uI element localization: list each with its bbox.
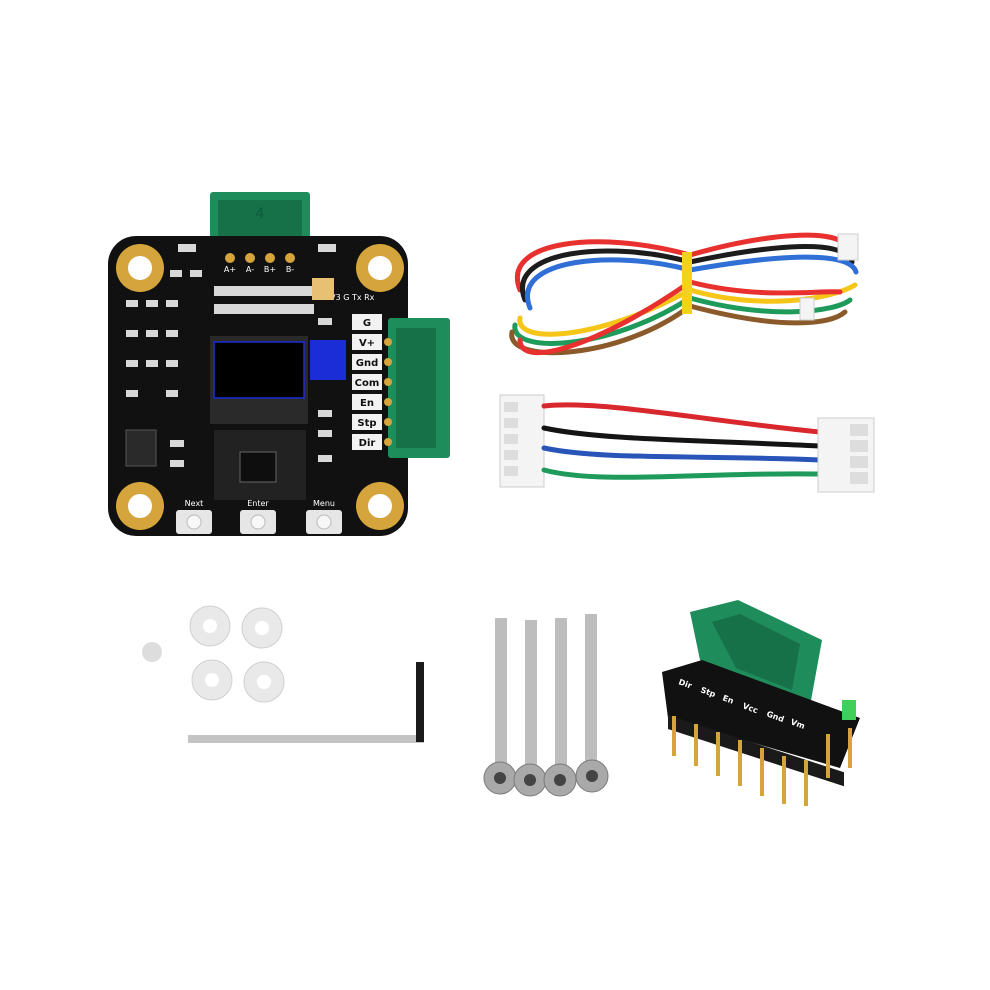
svg-text:Com: Com [355,378,380,389]
washers [142,605,285,703]
button-menu-label: Menu [313,499,335,508]
svg-text:Gnd: Gnd [356,358,379,369]
blue-potentiometer [310,340,346,380]
adapter-pcb [662,660,860,768]
silkscreen-label: 3V3 G Tx Rx [325,293,375,302]
oled-display [210,336,308,424]
mcu-chip [214,430,306,500]
board-buttons: Next Enter Menu [176,499,342,534]
svg-text:En: En [721,693,735,705]
svg-text:B-: B- [286,265,294,274]
short-cable [499,394,875,493]
svg-text:G: G [363,318,371,329]
chip-left [125,429,157,467]
cable-tie [682,252,692,314]
hex-key [188,662,424,743]
mounting-holes [116,244,404,530]
motor-pin-labels: A+ A- B+ B- [224,265,294,274]
svg-text:En: En [360,398,374,409]
svg-text:Dir: Dir [359,438,376,449]
short-cable-wires [541,402,823,480]
adapter-header-pins [668,715,852,806]
button-next-label: Next [185,499,204,508]
cable-plug-bottom [799,297,815,321]
small-disc [142,642,162,662]
svg-text:B+: B+ [264,265,276,274]
adapter-connector [690,600,822,706]
capacitor [312,278,334,300]
short-cable-connector-left [499,394,545,488]
svg-text:Stp: Stp [357,418,376,429]
smd-components [126,244,336,467]
adapter-pin-labels: Dir Stp En Vcc Gnd Vm [677,677,806,730]
control-connector [388,318,450,458]
long-cable-bundle [509,232,859,356]
motor-pin-pads [225,253,295,263]
screws [483,614,609,797]
svg-text:V+: V+ [359,338,375,349]
controller-board: 4 A+ A- B+ B- 3V3 G Tx Rx [108,192,450,536]
control-pin-labels: G V+ Gnd Com En Stp Dir [352,314,382,450]
control-pin-pads [384,338,392,446]
svg-text:A+: A+ [224,265,236,274]
adapter-led [842,700,856,720]
svg-text:A-: A- [246,265,254,274]
button-enter-label: Enter [247,499,269,508]
short-cable-connector-right [817,417,875,493]
motor-connector-label: 4 [256,206,265,222]
cable-plug-top [837,233,859,261]
svg-text:Dir: Dir [677,677,693,690]
adapter-board: Dir Stp En Vcc Gnd Vm [662,600,860,806]
